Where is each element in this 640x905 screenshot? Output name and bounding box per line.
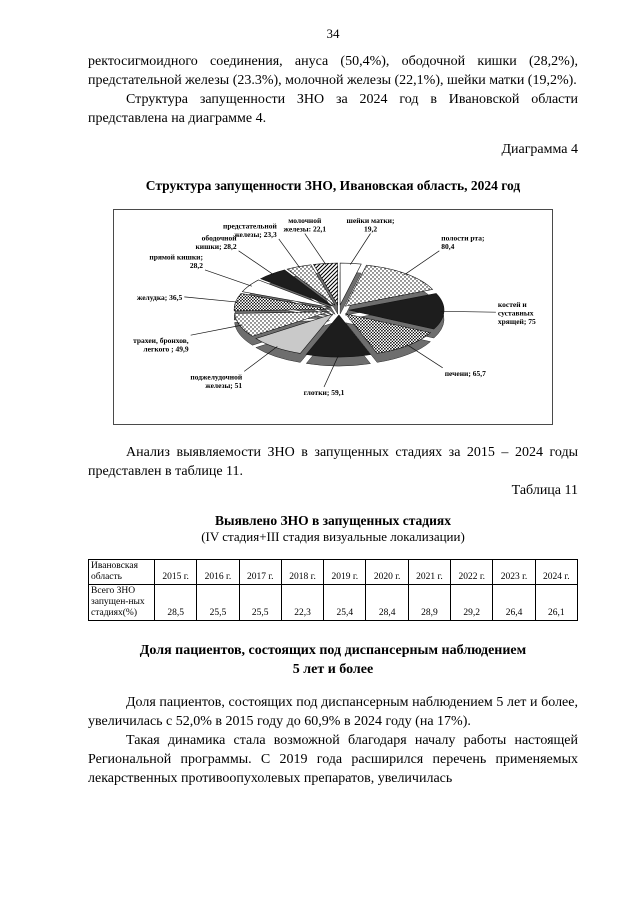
neglected-stages-table: Ивановская область 2015 г. 2016 г. 2017 …: [88, 559, 579, 621]
pie-label-leader-line: [243, 346, 278, 372]
value-cell: 29,2: [450, 584, 494, 621]
pie-label-leader-line: [406, 344, 443, 369]
pie-label-leader-line: [204, 269, 252, 287]
table-corner-cell: Ивановская область: [88, 559, 155, 585]
paragraph-dispensary-share: Доля пациентов, состоящих под диспансерн…: [88, 695, 578, 729]
pie-label: желудка; 36,5: [137, 293, 183, 302]
table-data-row: Всего ЗНО запущен-ных стадиях(%) 28,5 25…: [88, 584, 579, 621]
table-title: Выявлено ЗНО в запущенных стадиях: [215, 513, 451, 528]
pie-label-leader-line: [404, 250, 440, 276]
chart-title: Структура запущенности ЗНО, Ивановская о…: [145, 178, 521, 193]
pie-chart: шейки матки;19,2 полости рта;80,4 костей и…: [113, 209, 553, 425]
value-cell: 28,4: [365, 584, 409, 621]
pie-label-leader-line: [441, 310, 496, 313]
year-header-cell: 2015 г.: [153, 559, 198, 585]
pie-label-leader-line: [350, 233, 371, 265]
year-header-cell: 2022 г.: [450, 559, 494, 585]
pie-label: полости рта;80,4: [441, 233, 484, 251]
pie-label-leader-line: [190, 324, 243, 336]
year-header-cell: 2021 г.: [407, 559, 452, 585]
pie-slice: [305, 314, 372, 358]
page-number: 34: [326, 26, 340, 41]
year-header-cell: 2024 г.: [534, 559, 579, 585]
pie-label-leader-line: [184, 296, 239, 303]
section-heading-line1: Доля пациентов, состоящих под диспансерн…: [139, 643, 527, 658]
paragraph-analysis-intro: Анализ выявляемости ЗНО в запущенных ста…: [88, 445, 578, 479]
table-header-row: Ивановская область 2015 г. 2016 г. 2017 …: [88, 559, 579, 585]
paragraph-structure-intro: Структура запущенности ЗНО за 2024 год в…: [88, 92, 578, 126]
value-cell: 28,5: [153, 584, 198, 621]
pie-label: глотки; 59,1: [304, 388, 345, 397]
pie-label-leader-line: [304, 233, 327, 265]
year-header-cell: 2020 г.: [365, 559, 409, 585]
pie-label-leader-line: [238, 250, 274, 276]
table-caption: Таблица 11: [511, 483, 578, 498]
pie-label: трахеи, бронхов,легкого ; 49,9: [133, 336, 189, 354]
value-cell: 26,4: [492, 584, 536, 621]
value-cell: 25,4: [323, 584, 367, 621]
value-cell: 25,5: [196, 584, 240, 621]
year-header-cell: 2016 г.: [196, 559, 240, 585]
value-cell: 22,3: [280, 584, 325, 621]
diagram-caption: Диаграмма 4: [501, 142, 578, 157]
pie-labels-layer: шейки матки;19,2 полости рта;80,4 костей и…: [133, 216, 536, 397]
pie-chart-svg: шейки матки;19,2 полости рта;80,4 костей и…: [133, 216, 536, 397]
value-cell: 28,9: [407, 584, 452, 621]
year-header-cell: 2018 г.: [280, 559, 325, 585]
paragraph-program-dynamics: Такая динамика стала возможной благодаря…: [88, 733, 578, 786]
pie-label-leader-line: [323, 355, 339, 388]
section-heading-line2: 5 лет и более: [292, 662, 374, 677]
pie-slices-layer: [233, 262, 445, 358]
table-subtitle: (IV стадия+III стадия визуальные локализ…: [201, 529, 465, 544]
pie-label: печени; 65,7: [445, 369, 486, 378]
value-cell: 25,5: [238, 584, 282, 621]
paragraph-localizations: ректосигмоидного соединения, ануса (50,4…: [88, 54, 578, 88]
pie-label: шейки матки;19,2: [347, 216, 395, 234]
year-header-cell: 2023 г.: [492, 559, 536, 585]
pie-label-leader-line: [278, 238, 301, 269]
section-heading: Доля пациентов, состоящих под диспансерн…: [88, 641, 578, 679]
pie-slice: [339, 262, 362, 306]
row-label-cell: Всего ЗНО запущен-ных стадиях(%): [88, 584, 155, 621]
value-cell: 26,1: [534, 584, 579, 621]
year-header-cell: 2017 г.: [238, 559, 282, 585]
year-header-cell: 2019 г.: [323, 559, 367, 585]
pie-label: прямой кишки;28,2: [149, 252, 203, 270]
